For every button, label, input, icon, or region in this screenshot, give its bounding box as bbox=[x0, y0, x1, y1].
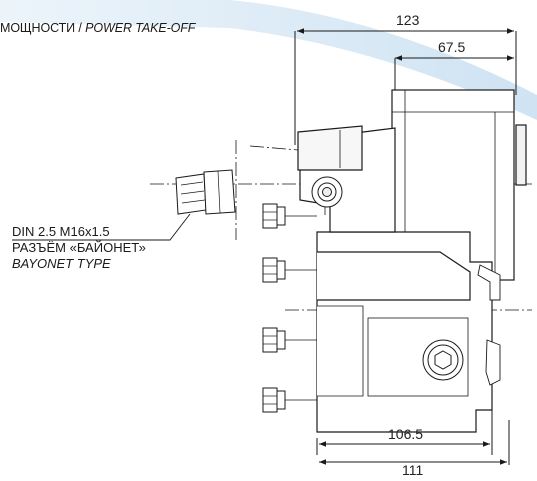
callout-line-1: DIN 2.5 M16x1.5 bbox=[12, 224, 110, 239]
drain-plug bbox=[311, 176, 343, 208]
bayonet-callout: DIN 2.5 M16x1.5 РАЗЪЁМ «БАЙОНЕТ» BAYONET… bbox=[12, 224, 146, 272]
bolt-4 bbox=[262, 387, 317, 413]
dim-106-5-label: 106.5 bbox=[388, 426, 424, 442]
dim-123-label: 123 bbox=[396, 12, 420, 28]
bolt-1 bbox=[262, 203, 317, 229]
callout-line-2: РАЗЪЁМ «БАЙОНЕТ» bbox=[12, 240, 146, 255]
hex-plug bbox=[422, 339, 464, 381]
callout-line-3: BAYONET TYPE bbox=[12, 256, 111, 271]
section-title-en: POWER TAKE-OFF bbox=[85, 21, 196, 35]
dim-111-label: 111 bbox=[402, 462, 424, 478]
bayonet-connector bbox=[175, 169, 236, 215]
bolt-3 bbox=[262, 327, 317, 353]
pto-body bbox=[297, 89, 527, 433]
bolt-2 bbox=[262, 257, 317, 283]
section-title-ru: МОЩНОСТИ / bbox=[0, 21, 82, 35]
mounting-bolts bbox=[262, 203, 317, 413]
dimension-lines bbox=[294, 28, 517, 465]
section-title: МОЩНОСТИ / POWER TAKE-OFF bbox=[0, 21, 195, 35]
callout-leader bbox=[12, 213, 191, 241]
dim-67-5-label: 67.5 bbox=[438, 39, 466, 55]
